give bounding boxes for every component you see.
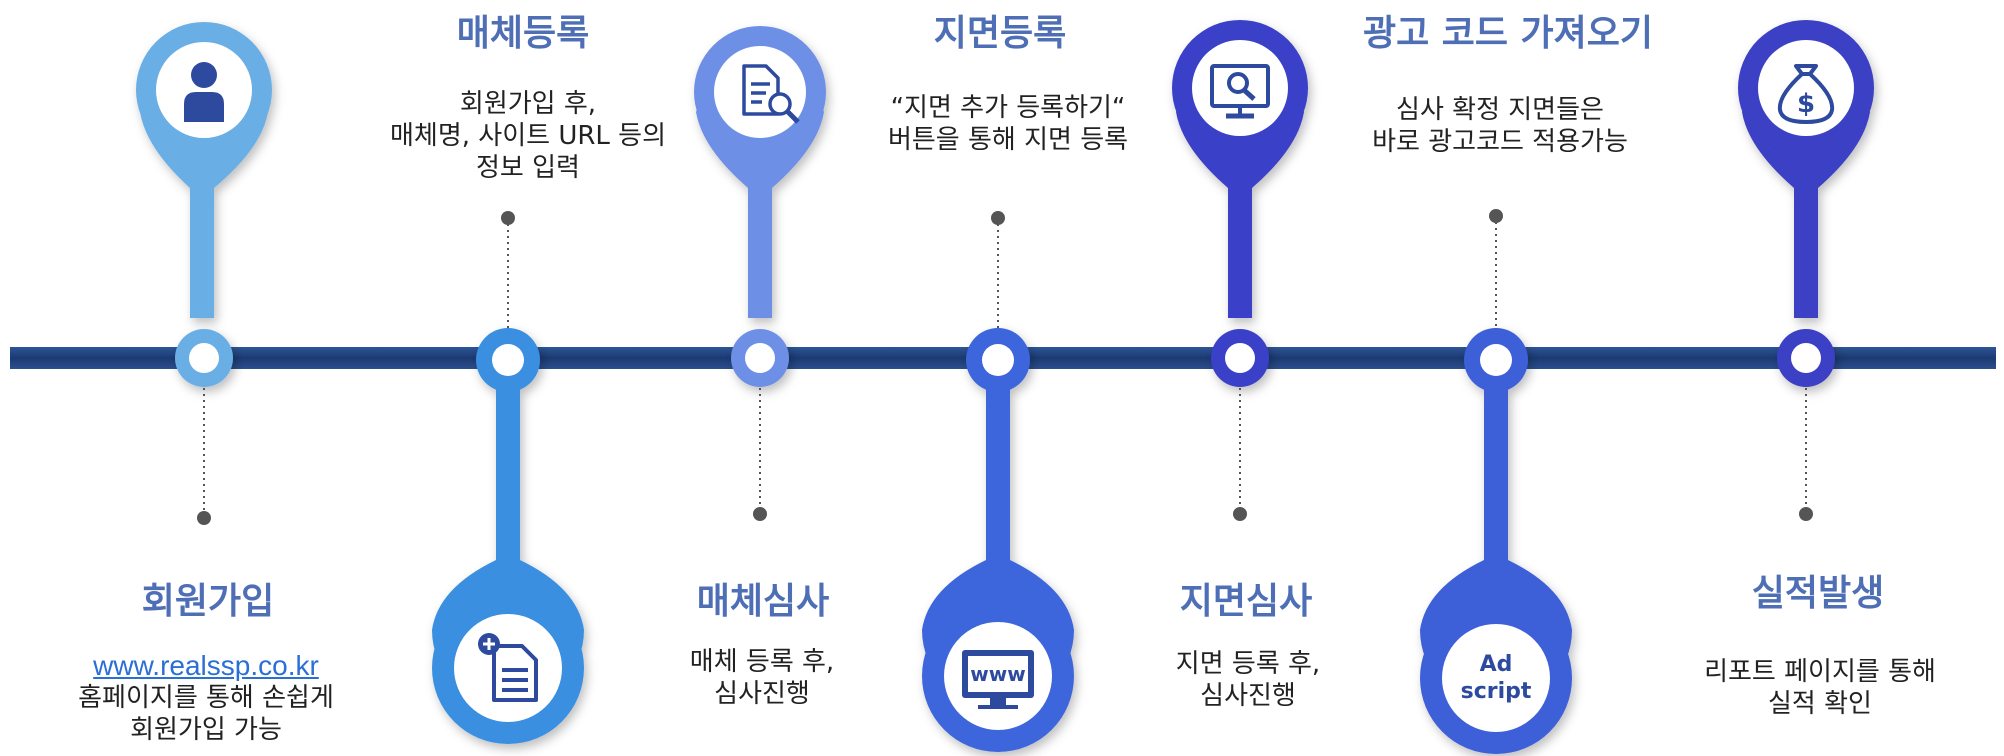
signup-description: www.realssp.co.kr 홈페이지를 통해 손쉽게 회원가입 가능 bbox=[78, 650, 334, 746]
zone-review-desc-line-1: 지면 등록 후, bbox=[1175, 649, 1321, 679]
media-register-desc-line-1: 회원가입 후, bbox=[459, 89, 597, 119]
performance-description: 리포트 페이지를 통해 실적 확인 bbox=[1704, 656, 1936, 720]
signup-desc-line-3: 회원가입 가능 bbox=[130, 715, 282, 745]
step-zone-register bbox=[922, 211, 1074, 752]
media-register-title: 매체등록 bbox=[456, 13, 590, 54]
performance-dot bbox=[1799, 507, 1813, 521]
document-search-icon bbox=[742, 64, 800, 124]
zone-register-desc-line-2: 버튼을 통해 지면 등록 bbox=[887, 125, 1129, 155]
media-review-description: 매체 등록 후, 심사진행 bbox=[690, 646, 834, 710]
performance-desc-line-1: 리포트 페이지를 통해 bbox=[1704, 657, 1936, 687]
ad-code-title: 광고 코드 가져오기 bbox=[1362, 13, 1654, 54]
zone-register-description: “지면 추가 등록하기“ 버튼을 통해 지면 등록 bbox=[888, 92, 1128, 156]
ad-code-desc-line-1: 심사 확정 지면들은 bbox=[1396, 95, 1604, 125]
zone-review-desc-line-2: 심사진행 bbox=[1200, 681, 1296, 711]
signup-title: 회원가입 bbox=[141, 581, 275, 622]
zone-register-dot bbox=[991, 211, 1005, 225]
performance-pin bbox=[1738, 20, 1874, 387]
ad-code-dot bbox=[1489, 209, 1503, 223]
signup-dot bbox=[197, 511, 211, 525]
ad-code-description: 심사 확정 지면들은 바로 광고코드 적용가능 bbox=[1372, 94, 1628, 158]
media-review-desc-line-2: 심사진행 bbox=[714, 679, 810, 709]
zone-register-title: 지면등록 bbox=[933, 13, 1067, 54]
ad-script-line-1: Ad bbox=[1479, 652, 1513, 677]
www-monitor-icon bbox=[962, 650, 1034, 709]
user-icon bbox=[184, 62, 224, 122]
step-media-register bbox=[432, 211, 584, 744]
signup-desc-line-2: 홈페이지를 통해 손쉽게 bbox=[78, 683, 334, 713]
step-performance: $ bbox=[1738, 20, 1874, 521]
svg-text:$: $ bbox=[1797, 89, 1815, 119]
www-icon-label: www bbox=[970, 662, 1026, 686]
media-register-dot bbox=[501, 211, 515, 225]
zone-register-desc-line-1: “지면 추가 등록하기“ bbox=[890, 93, 1126, 123]
step-signup bbox=[136, 22, 272, 525]
money-bag-icon: $ bbox=[1777, 64, 1835, 124]
zone-review-dot bbox=[1233, 507, 1247, 521]
zone-review-title: 지면심사 bbox=[1179, 581, 1313, 622]
step-zone-review bbox=[1172, 20, 1308, 521]
ad-script-icon: Ad script bbox=[1461, 651, 1532, 705]
step-ad-code bbox=[1420, 209, 1572, 754]
media-review-title: 매체심사 bbox=[696, 581, 830, 622]
ad-script-line-2: script bbox=[1460, 679, 1532, 704]
performance-title: 실적발생 bbox=[1751, 573, 1885, 614]
zone-review-description: 지면 등록 후, 심사진행 bbox=[1176, 648, 1320, 712]
performance-desc-line-2: 실적 확인 bbox=[1768, 689, 1872, 719]
ad-code-desc-line-2: 바로 광고코드 적용가능 bbox=[1372, 127, 1628, 157]
media-register-desc-line-2: 매체명, 사이트 URL 등의 bbox=[390, 121, 666, 151]
step-media-review bbox=[694, 26, 826, 521]
signup-link[interactable]: www.realssp.co.kr bbox=[93, 650, 319, 681]
media-register-desc-line-3: 정보 입력 bbox=[476, 153, 580, 183]
document-add-icon bbox=[478, 633, 538, 702]
media-review-desc-line-1: 매체 등록 후, bbox=[689, 647, 835, 677]
media-register-description: 회원가입 후, 매체명, 사이트 URL 등의 정보 입력 bbox=[390, 88, 666, 184]
monitor-search-icon bbox=[1210, 64, 1270, 119]
media-review-dot bbox=[753, 507, 767, 521]
